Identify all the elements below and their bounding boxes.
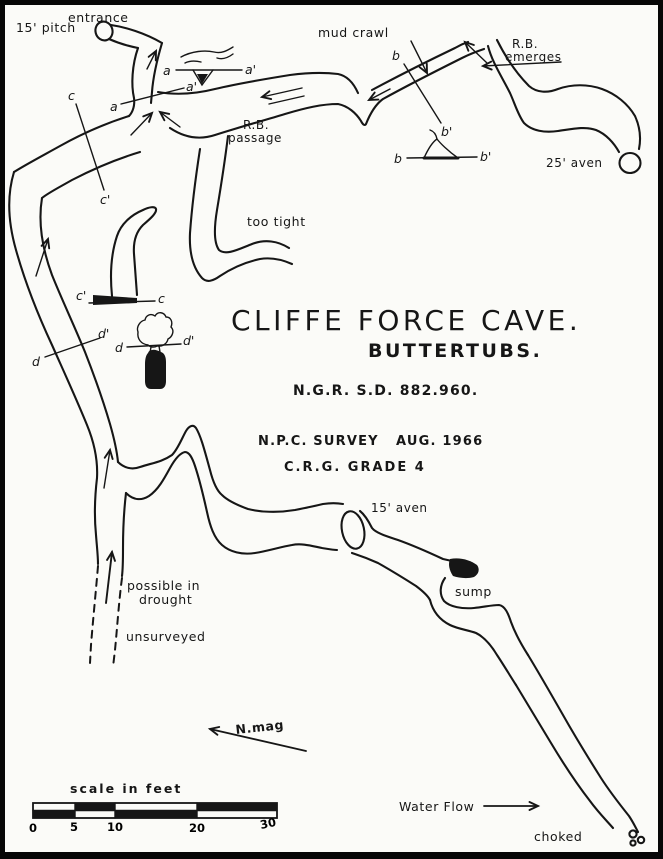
flow-arrow (146, 49, 157, 70)
sketch-label-c-prime: c' (76, 288, 86, 303)
aven-15-loop (340, 510, 366, 550)
choke-boulder (628, 829, 638, 839)
map-title: CLIFFE FORCE CAVE. (231, 304, 581, 337)
cross-section-d (126, 312, 182, 389)
sketch-label-b-prime: b' (480, 149, 491, 164)
scale-caption: scale in feet (70, 781, 182, 796)
flow-arrow (367, 88, 391, 102)
section-label-d-prime: d' (98, 326, 109, 341)
cross-section-a (175, 46, 243, 87)
left-streamway (8, 170, 128, 578)
flow-arrow (35, 236, 51, 277)
grid-reference: N.G.R. S.D. 882.960. (293, 383, 478, 399)
section-d-lower-profile (145, 349, 166, 389)
rb-emerges-label-2: emerges (505, 50, 562, 64)
scale-tick-30: 30 (259, 815, 278, 832)
scale-tick-10: 10 (107, 820, 123, 834)
junction-arrow (158, 110, 181, 128)
too-tight-label: too tight (247, 214, 306, 229)
junction-arrow (130, 111, 154, 136)
rb-passage-label-1: R.B. (243, 118, 269, 132)
flow-arrow (259, 87, 303, 100)
upstream-arrow (463, 40, 488, 64)
pitch-label: 15' pitch (16, 20, 76, 35)
section-line-b (403, 63, 442, 124)
entrance-passage (94, 20, 164, 118)
finger-passage (110, 206, 158, 298)
section-label-a: a (110, 99, 118, 114)
too-tight-passage (188, 134, 294, 282)
section-line-a (120, 87, 185, 105)
water-flow-label: Water Flow (399, 799, 474, 814)
section-label-a-prime: a' (186, 79, 197, 94)
sump-label: sump (455, 584, 492, 599)
sump-area (428, 558, 530, 687)
section-lines (44, 63, 442, 358)
section-line-c (75, 103, 105, 191)
possible-label-1: possible in (127, 578, 200, 593)
section-label-c: c (68, 88, 75, 103)
section-a-water (197, 74, 208, 84)
scale-tick-20: 20 (189, 821, 205, 835)
section-c-profile (93, 295, 137, 305)
sketch-label-d-prime: d' (183, 333, 194, 348)
sketch-label-a-prime: a' (245, 62, 256, 77)
sketch-label-a: a (163, 63, 171, 78)
scale-bar (32, 802, 278, 819)
scale-tick-0: 0 (29, 821, 37, 835)
survey-date: AUG. 1966 (396, 434, 483, 449)
flow-arrow (103, 447, 114, 489)
choke-boulder (636, 835, 646, 845)
section-line-d (44, 337, 101, 358)
mud-crawl-pointer-arrow (410, 40, 428, 75)
rb-passage-label-2: passage (228, 131, 282, 145)
entrance-label: entrance (68, 10, 129, 25)
possible-label-2: drought (139, 592, 192, 607)
cave-map-drawing: entrance 15' pitch mud crawl R.B. passag… (8, 10, 646, 847)
cross-section-b (406, 129, 478, 160)
section-label-c-prime: c' (100, 192, 110, 207)
choke-boulder (629, 839, 637, 847)
cross-section-c (88, 295, 156, 305)
entrance-pitch-circle (94, 20, 114, 42)
mud-crawl-label: mud crawl (318, 25, 389, 40)
sketch-label-d: d (115, 340, 123, 355)
choked-label: choked (534, 829, 582, 844)
upper-right-passage (463, 38, 642, 175)
aven-25-label: 25' aven (546, 156, 603, 170)
north-arrow-line (207, 726, 307, 752)
sketch-label-c: c (158, 291, 165, 306)
southwest-passage (12, 114, 142, 200)
section-d-upper-profile (136, 312, 174, 348)
section-letters-plan: a a' b b' c c' d d' (32, 48, 452, 369)
sump-marker (449, 558, 479, 579)
survey-org: N.P.C. SURVEY (258, 434, 379, 449)
aven-25-circle (618, 151, 642, 175)
sketch-label-b: b (394, 151, 402, 166)
scale-bar-text: scale in feet 0 5 10 20 30 (29, 781, 277, 835)
scale-tick-5: 5 (70, 820, 78, 834)
title-block: CLIFFE FORCE CAVE. BUTTERTUBS. N.G.R. S.… (231, 304, 581, 475)
flow-arrow (105, 549, 116, 604)
unsurveyed-label: unsurveyed (126, 629, 206, 644)
rb-emerges-label-1: R.B. (512, 37, 538, 51)
section-label-d: d (32, 354, 40, 369)
unsurveyed-inlet (89, 549, 123, 668)
north-label: N.mag (235, 717, 285, 737)
survey-grade: C.R.G. GRADE 4 (284, 460, 426, 475)
section-letters-sketches: a a' b b' c' c d d' (76, 62, 491, 355)
map-labels: entrance 15' pitch mud crawl R.B. passag… (16, 10, 603, 844)
north-arrow (207, 726, 307, 752)
section-label-b: b (392, 48, 400, 63)
mud-crawl-wall (370, 40, 470, 92)
section-label-b-prime: b' (441, 124, 452, 139)
map-subtitle: BUTTERTUBS. (368, 340, 542, 362)
zigzag-streamway (116, 424, 454, 602)
final-passage (514, 653, 646, 847)
aven-15-label: 15' aven (371, 501, 428, 515)
